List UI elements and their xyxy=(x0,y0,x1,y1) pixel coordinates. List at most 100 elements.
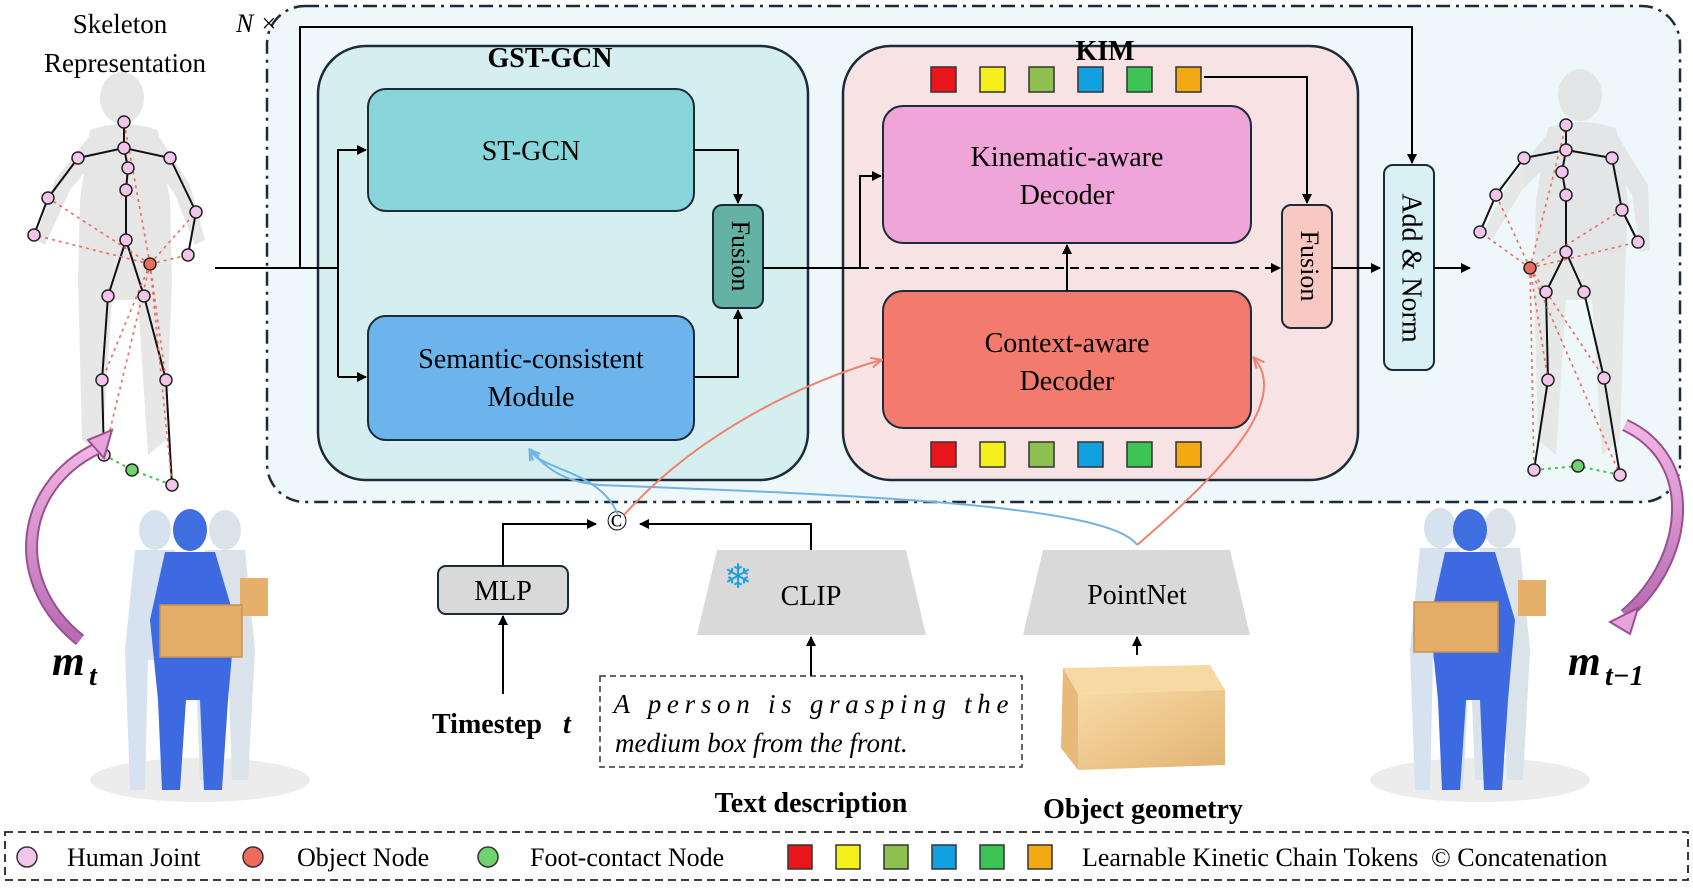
arrow-to-kinematic xyxy=(859,171,882,268)
legend-token-2 xyxy=(835,844,861,870)
legend-tokens: Learnable Kinetic Chain Tokens xyxy=(1082,843,1418,872)
right-human-joint xyxy=(1559,118,1573,132)
arrow-clip-to-concat xyxy=(639,519,812,550)
blue-arrow-pointnet-to-semantic xyxy=(530,450,1138,546)
human-silhouette-left xyxy=(35,72,205,455)
clip-block xyxy=(697,550,926,635)
right-human-joint xyxy=(1613,468,1627,482)
text-description-line1: A person is grasping the xyxy=(612,689,1009,719)
arrow-to-st-gcn xyxy=(337,145,367,377)
skip-connection-arrow xyxy=(299,26,1417,268)
left-human-joint xyxy=(117,141,131,155)
top-token-3 xyxy=(1028,66,1055,93)
left-human-joint xyxy=(181,248,195,262)
right-foot-edge xyxy=(1533,465,1579,471)
left-bone xyxy=(143,295,167,381)
left-foot-edge xyxy=(131,469,173,486)
pink-cycle-arrow-left-outline xyxy=(25,438,108,646)
left-human-joint xyxy=(119,233,133,247)
top-token-4 xyxy=(1077,66,1104,93)
gst-gcn-title: GST-GCN xyxy=(487,43,612,74)
clip-label: CLIP xyxy=(781,581,842,612)
left-human-joint xyxy=(117,115,131,129)
kinematic-label-line2: Decoder xyxy=(1020,180,1116,211)
right-human-joint xyxy=(1489,188,1503,202)
right-foot-contact-node xyxy=(1571,459,1585,473)
left-bone xyxy=(107,239,127,297)
pointnet-label: PointNet xyxy=(1087,580,1187,611)
legend-token-swatches xyxy=(787,844,1053,870)
legend-concatenation: © Concatenation xyxy=(1431,843,1607,872)
text-description-box xyxy=(599,675,1023,768)
right-object-edge xyxy=(1529,267,1621,476)
left-bone xyxy=(123,147,171,159)
semantic-label-line2: Module xyxy=(487,382,574,413)
left-human-joint xyxy=(41,191,55,205)
right-object-edge xyxy=(1529,267,1535,471)
right-human-joint xyxy=(1517,151,1531,165)
bottom-token-3 xyxy=(1028,441,1055,468)
left-object-edge xyxy=(149,263,167,381)
context-label-line1: Context-aware xyxy=(985,328,1150,359)
left-human-joint xyxy=(159,373,173,387)
st-gcn-label: ST-GCN xyxy=(482,136,581,167)
text-description-line2: medium box from the front. xyxy=(615,728,908,758)
left-object-node xyxy=(143,257,157,271)
left-bone xyxy=(187,211,197,256)
legend-foot-contact: Foot-contact Node xyxy=(530,843,724,872)
left-object-edge xyxy=(103,263,151,456)
pink-arrowhead-right xyxy=(1607,606,1640,636)
arrow-semantic-to-fusion xyxy=(694,309,743,378)
skeleton-left xyxy=(27,115,203,492)
left-object-edge xyxy=(149,211,197,265)
right-bone xyxy=(1603,377,1621,476)
pink-cycle-arrow-left xyxy=(27,440,107,644)
right-human-joint xyxy=(1559,188,1573,202)
left-human-joint xyxy=(101,289,115,303)
legend-token-4 xyxy=(931,844,957,870)
right-human-joint xyxy=(1559,245,1573,259)
fusion-right-label: Fusion xyxy=(1295,231,1324,302)
right-human-joint xyxy=(1597,371,1611,385)
red-arrow-concat-to-context xyxy=(623,360,881,516)
right-human-joint xyxy=(1473,225,1487,239)
text-description-caption: Text description xyxy=(715,788,908,819)
right-human-joint xyxy=(1555,165,1569,179)
right-object-node xyxy=(1523,261,1537,275)
right-human-joint xyxy=(1559,143,1573,157)
bottom-token-1 xyxy=(930,441,957,468)
right-human-joint xyxy=(1527,463,1541,477)
legend-token-5 xyxy=(979,844,1005,870)
bottom-token-6 xyxy=(1175,441,1202,468)
right-bone xyxy=(1533,379,1549,471)
human-joint-icon xyxy=(16,846,38,868)
fusion-block-right xyxy=(1281,204,1333,329)
left-human-joint xyxy=(71,151,85,165)
foot-contact-icon xyxy=(477,846,499,868)
right-human-joint xyxy=(1539,285,1553,299)
bottom-token-2 xyxy=(979,441,1006,468)
top-token-1 xyxy=(930,66,957,93)
object-box-image xyxy=(1061,665,1225,770)
motion-figure-right xyxy=(1370,508,1590,802)
motion-label-right: m xyxy=(1568,639,1601,685)
red-arrow-pointnet-to-context xyxy=(1136,358,1266,546)
right-bone xyxy=(1495,157,1525,196)
timestep-label: Timestep xyxy=(432,709,542,740)
motion-label-left: m xyxy=(52,639,85,685)
left-bone xyxy=(47,157,79,199)
top-token-5 xyxy=(1126,66,1153,93)
right-object-edge xyxy=(1479,231,1531,269)
timestep-variable: t xyxy=(563,709,572,740)
snowflake-icon: ❄ xyxy=(724,559,753,596)
mlp-label: MLP xyxy=(474,576,532,607)
left-object-edge xyxy=(33,234,151,265)
kinematic-label-line1: Kinematic-aware xyxy=(971,142,1164,173)
right-human-joint xyxy=(1605,151,1619,165)
bottom-token-4 xyxy=(1077,441,1104,468)
semantic-label-line1: Semantic-consistent xyxy=(418,344,644,375)
right-object-edge xyxy=(1529,267,1549,381)
legend-object-node: Object Node xyxy=(297,843,429,872)
